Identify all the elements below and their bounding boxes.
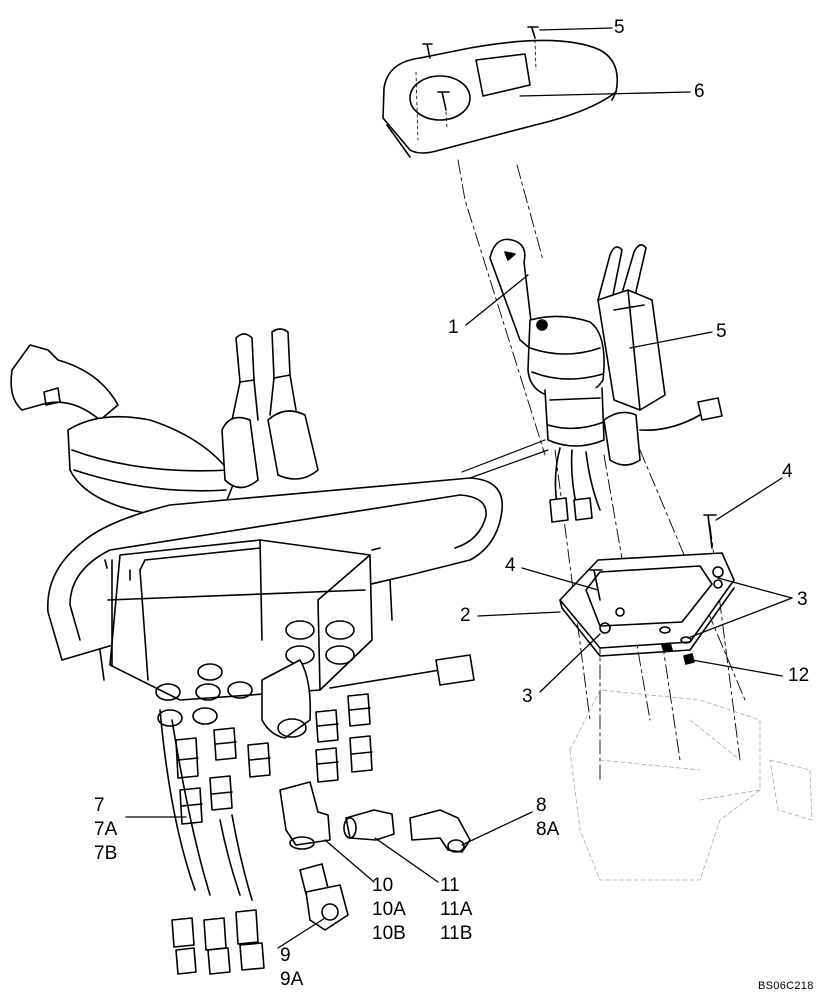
callout-10-group: 10 10A 10B bbox=[372, 874, 406, 946]
view-connector-lines bbox=[461, 439, 549, 479]
callout-4-left: 4 bbox=[505, 555, 516, 576]
callout-7-group: 7 7A 7B bbox=[94, 794, 117, 866]
callout-8a: 8A bbox=[536, 819, 560, 840]
callout-10a: 10A bbox=[372, 899, 406, 920]
nuts-part-12 bbox=[661, 642, 695, 665]
callout-8-group: 8 8A bbox=[536, 794, 559, 842]
callout-10: 10 bbox=[372, 875, 394, 896]
fitting-part-9 bbox=[299, 863, 349, 931]
mounting-plate-part-2 bbox=[559, 552, 735, 657]
callout-3-left: 3 bbox=[522, 686, 533, 707]
wire-harness-right bbox=[549, 397, 723, 523]
callout-4-right: 4 bbox=[782, 461, 793, 482]
hoses-and-plugs bbox=[159, 654, 475, 975]
joystick-part-1 bbox=[489, 238, 605, 447]
callout-11b: 11B bbox=[440, 923, 473, 944]
callout-11a: 11A bbox=[440, 899, 473, 920]
fittings-part-7 bbox=[175, 693, 373, 825]
elbow-fitting-part-10 bbox=[279, 781, 331, 850]
callout-7b: 7B bbox=[94, 843, 118, 864]
machine-outline-ghost bbox=[569, 689, 813, 881]
cover-plate-part-6 bbox=[382, 39, 619, 158]
screw-part-5-top bbox=[422, 26, 539, 129]
callout-5-top: 5 bbox=[614, 17, 625, 38]
callout-7a: 7A bbox=[94, 819, 118, 840]
valve-ports-cluster bbox=[155, 659, 312, 739]
boots-and-connectors bbox=[221, 328, 319, 489]
callout-9-group: 9 9A bbox=[280, 944, 303, 992]
callout-9: 9 bbox=[280, 945, 291, 966]
washers-part-3 bbox=[659, 626, 692, 644]
reference-code: BS06C218 bbox=[758, 980, 814, 992]
alignment-lines bbox=[457, 159, 746, 781]
callout-11-group: 11 11A 11B bbox=[440, 874, 472, 946]
callout-7: 7 bbox=[94, 795, 105, 816]
callout-6: 6 bbox=[694, 81, 705, 102]
callout-5-right: 5 bbox=[716, 321, 727, 342]
valve-block-body bbox=[99, 539, 393, 701]
callout-1: 1 bbox=[448, 317, 459, 338]
bolts-part-4 bbox=[589, 514, 717, 601]
callout-12: 12 bbox=[788, 665, 810, 686]
callout-3-right: 3 bbox=[797, 589, 808, 610]
leader-lines bbox=[125, 27, 793, 949]
adapter-part-11 bbox=[343, 809, 395, 841]
callout-11: 11 bbox=[440, 875, 460, 896]
callout-2: 2 bbox=[460, 605, 471, 626]
callout-8: 8 bbox=[536, 795, 547, 816]
auxiliary-switch-block bbox=[597, 244, 666, 466]
large-joystick-handle bbox=[10, 344, 236, 516]
callout-9a: 9A bbox=[280, 969, 304, 990]
elbow-part-8 bbox=[409, 809, 471, 853]
callout-10b: 10B bbox=[372, 923, 406, 944]
